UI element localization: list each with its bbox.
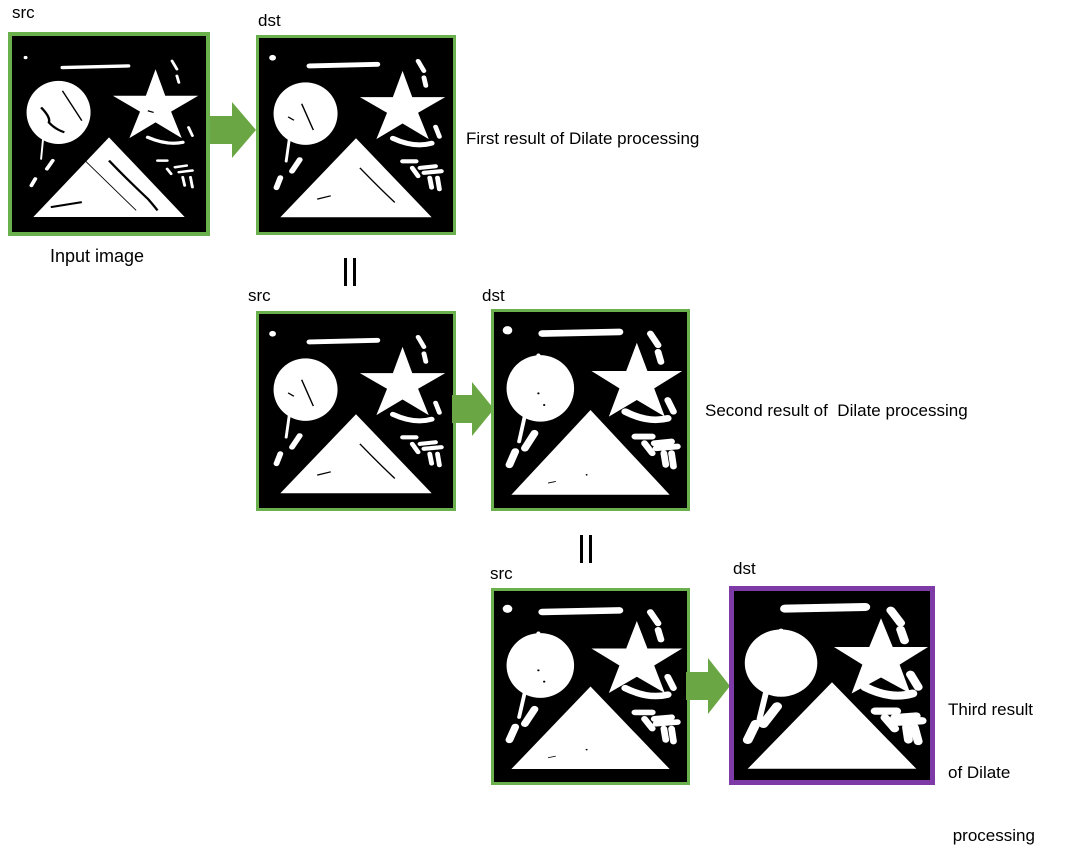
description-3: Third result of Dilate processing: [948, 657, 1035, 867]
dst-label-3: dst: [733, 559, 756, 578]
src-image-2: [256, 311, 456, 511]
final-dst-image: [729, 586, 935, 785]
input-image-caption: Input image: [50, 246, 145, 266]
dst-label-2: dst: [482, 286, 505, 305]
description-3-line-1: Third result: [948, 700, 1034, 719]
src-image-3: [491, 588, 690, 785]
dst-image-1: [256, 35, 456, 235]
src-label-2: src: [248, 286, 271, 305]
dst-label-1: dst: [258, 11, 281, 30]
equals-icon-1: [344, 258, 358, 286]
arrow-3-shape: [686, 658, 730, 714]
arrow-2-shape: [452, 382, 494, 436]
description-2: Second result of Dilate processing: [705, 401, 968, 420]
right-arrow-icon-2: [452, 382, 494, 436]
description-3-line-2: of Dilate: [948, 763, 1011, 782]
equals-icon-2: [580, 535, 594, 563]
dst-image-2: [491, 309, 690, 511]
src-label-3: src: [490, 564, 513, 583]
description-1: First result of Dilate processing: [466, 129, 700, 148]
input-image: [8, 32, 210, 236]
description-3-line-3: processing: [948, 826, 1035, 845]
right-arrow-icon-1: [210, 102, 256, 158]
src-label-1: src: [12, 3, 35, 22]
arrow-1-shape: [210, 102, 256, 158]
right-arrow-icon-3: [686, 658, 730, 714]
